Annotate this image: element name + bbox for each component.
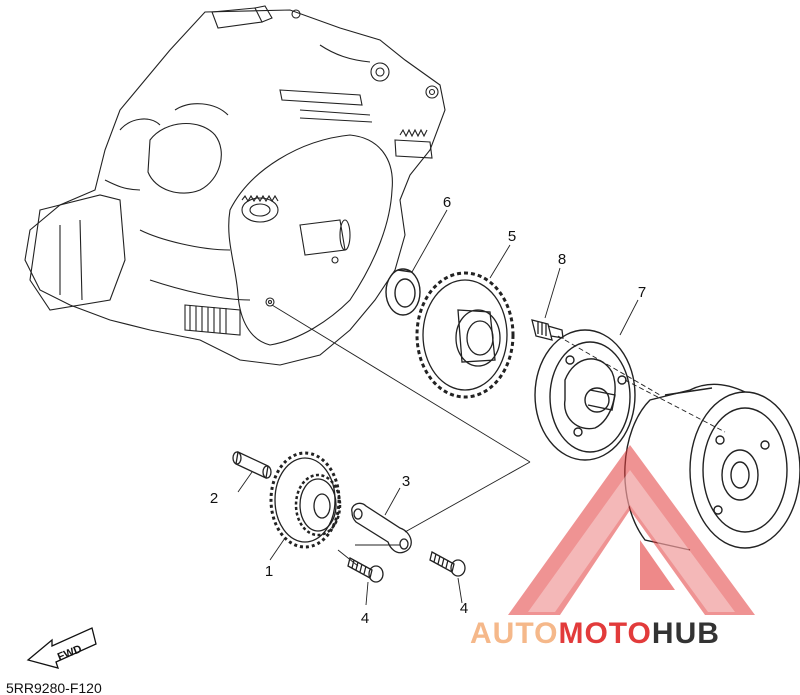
crankcase-assembly [24,5,446,366]
logo-text-moto: MOTO [558,617,651,650]
part-3-plate [351,502,412,554]
part-1-double-gear [269,451,342,549]
callout-3: 3 [402,473,410,490]
leader-lines [237,209,726,606]
part-6-oil-seal [385,268,421,316]
automotohub-logo: AUTOMOTOHUB [470,445,755,650]
part-5-idler-gear [415,271,515,399]
callout-4-left: 4 [361,610,369,627]
callout-1: 1 [265,563,273,580]
part-8-bolt [531,319,564,341]
rotor-flywheel [624,383,800,551]
part-4-screw-right [429,551,466,577]
part-7-starter-clutch [534,329,636,461]
diagram-code: 5RR9280-F120 [6,680,102,695]
callout-2: 2 [210,490,218,507]
part-2-shaft [232,451,272,479]
callout-7: 7 [638,284,646,301]
callout-4-right: 4 [460,600,468,617]
logo-text-auto: AUTO [470,617,558,650]
fwd-arrow-icon: FWD [26,627,97,669]
logo-text: AUTOMOTOHUB [470,617,720,650]
callout-8: 8 [558,251,566,268]
logo-text-hub: HUB [652,617,720,650]
part-4-screw-left [347,557,384,583]
callout-5: 5 [508,228,516,245]
callout-6: 6 [443,194,451,211]
